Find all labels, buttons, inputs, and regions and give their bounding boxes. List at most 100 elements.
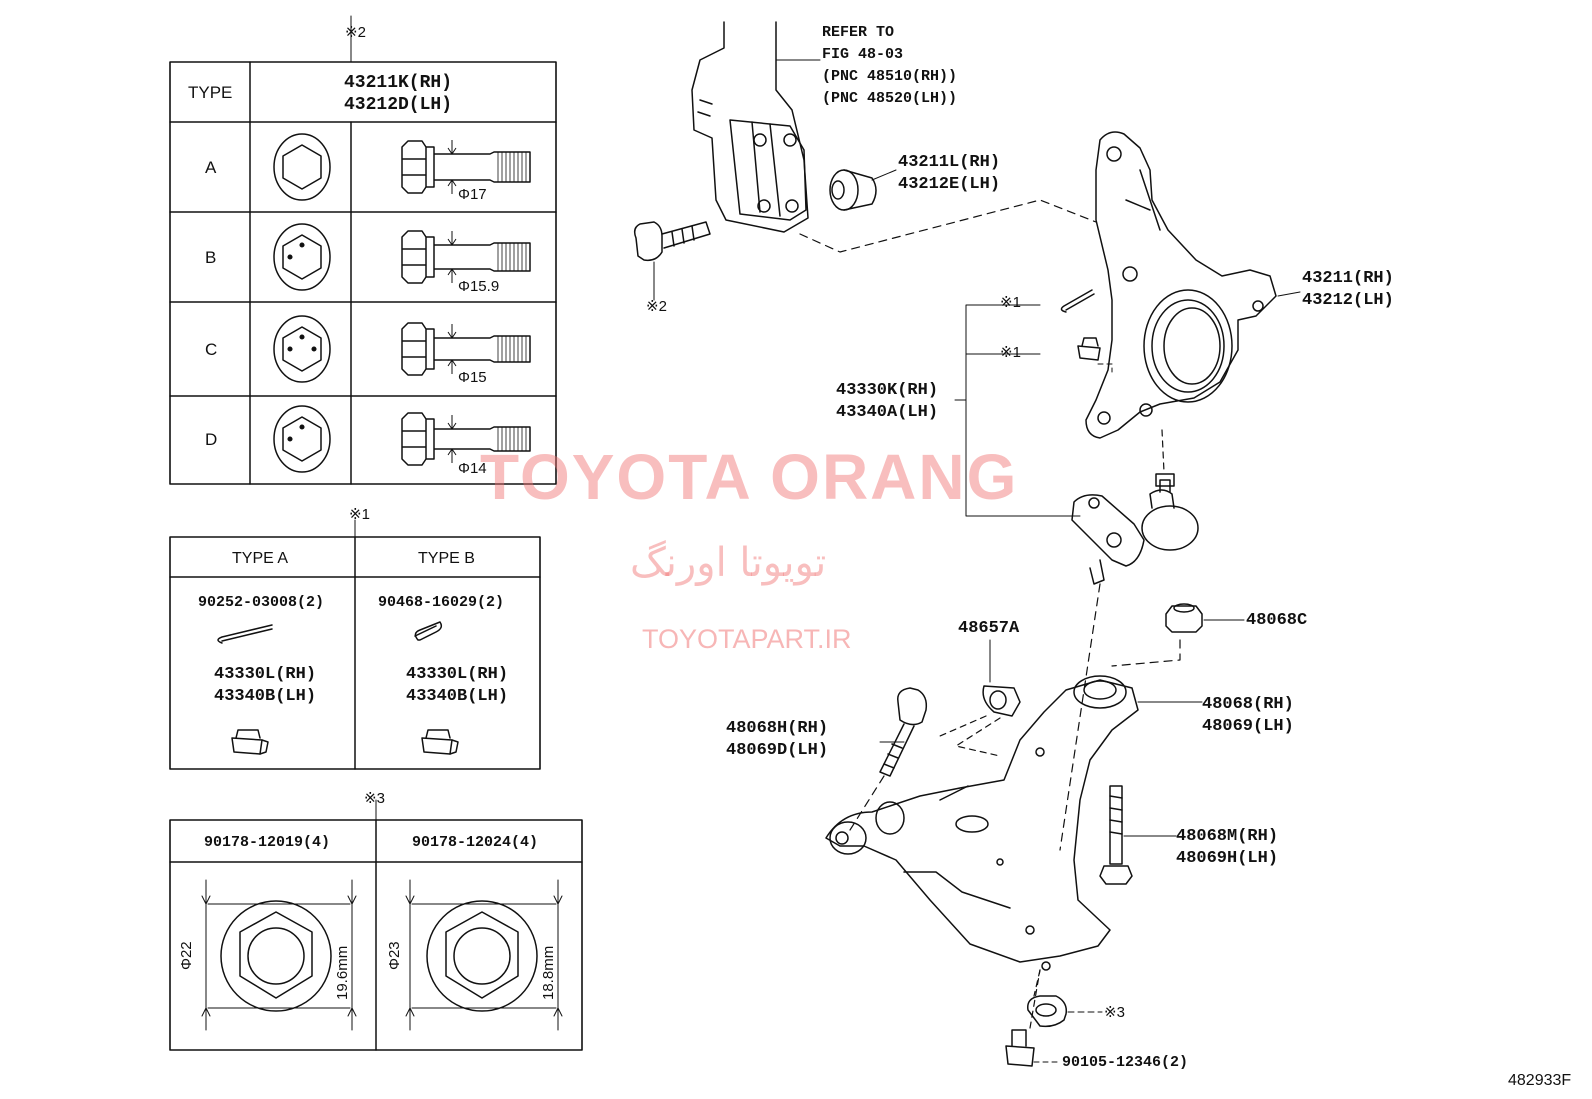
dia-c: Φ15 [458, 369, 487, 386]
identification-mark [311, 346, 317, 352]
label-43211l: 43211L(RH) [898, 153, 1001, 172]
bolt-shaft [434, 426, 531, 452]
label-48069d: 48069D(LH) [726, 741, 829, 760]
bolt-90105 [1005, 1029, 1035, 1067]
nut-b-rh: 43330L(RH) [406, 665, 509, 684]
label-48069h: 48069H(LH) [1176, 849, 1279, 868]
identification-mark [299, 424, 305, 430]
type-d-label: D [205, 430, 218, 449]
table1-mark: ※1 [349, 506, 370, 523]
label-48068: 48068(RH) [1202, 695, 1294, 714]
watermark-title: TOYOTA ORANG [480, 441, 1019, 513]
nut-hex [282, 144, 322, 190]
type-b-label: B [205, 248, 217, 267]
label-43211: 43211(RH) [1302, 269, 1394, 288]
label-bolt-ref2: ※2 [646, 298, 667, 315]
main-cotter-pin [1060, 289, 1095, 313]
steering-knuckle [1085, 131, 1277, 439]
nut-drawings [201, 879, 563, 1031]
refer-line-3: (PNC 48510(RH)) [822, 68, 958, 85]
type-c-label: C [205, 340, 218, 359]
bushing-43211l [829, 169, 877, 211]
dia-22: Φ22 [178, 941, 195, 970]
table2-mark: ※2 [345, 24, 366, 41]
ball-joint [1071, 473, 1199, 585]
bolt-head [401, 412, 435, 466]
nut-outline [273, 133, 331, 201]
pin-type-b: 90468-16029(2) [378, 594, 505, 611]
type-row-drawing [273, 133, 531, 201]
watermark-persian: تویوتا اورنگ [630, 540, 827, 586]
refer-line-2: FIG 48-03 [822, 46, 904, 63]
diameter-dimension [447, 324, 457, 374]
nut-a-lh: 43340B(LH) [214, 687, 317, 706]
nut-hex [282, 416, 322, 462]
label-48657a: 48657A [958, 619, 1020, 638]
label-43330k: 43330K(RH) [836, 381, 939, 400]
part-43211k: 43211K(RH) [344, 73, 453, 93]
nut-hex [282, 234, 322, 280]
nut-hex [282, 326, 322, 372]
table-type-clip [169, 519, 541, 770]
lower-control-arm [825, 675, 1139, 971]
bolt-head [401, 140, 435, 194]
type-row-drawing [273, 405, 531, 473]
strut-bolt [633, 221, 711, 262]
bolt-48068m [1099, 785, 1133, 885]
dia-23: Φ23 [386, 941, 403, 970]
identification-mark [287, 436, 293, 442]
identification-mark [299, 334, 305, 340]
diameter-dimension [447, 231, 457, 283]
nut-90178-12024: 90178-12024(4) [412, 834, 539, 851]
identification-mark [299, 242, 305, 248]
bushing-48657a [982, 685, 1021, 717]
table-type-bolt [169, 15, 557, 485]
bolt-shaft [434, 151, 531, 183]
bolt-head [401, 230, 435, 284]
label-48068c: 48068C [1246, 611, 1308, 630]
table3-mark: ※3 [364, 790, 385, 807]
diameter-dimension [447, 140, 457, 194]
label-90105: 90105-12346(2) [1062, 1054, 1189, 1071]
watermark-url: TOYOTAPART.IR [642, 624, 852, 654]
label-43340a: 43340A(LH) [836, 403, 939, 422]
refer-line-4: (PNC 48520(LH)) [822, 90, 958, 107]
type-a-label: A [205, 158, 217, 177]
label-nut-ref1: ※1 [1000, 344, 1021, 361]
nut-b-lh: 43340B(LH) [406, 687, 509, 706]
nut-90178-12019: 90178-12019(4) [204, 834, 331, 851]
diameter-dimension [447, 415, 457, 463]
strut-bracket [691, 21, 809, 233]
height-19-6: 19.6mm [334, 945, 351, 1000]
label-43212e: 43212E(LH) [898, 175, 1001, 194]
pin-type-a: 90252-03008(2) [198, 594, 325, 611]
nut-48068c [1165, 603, 1203, 633]
nut-a-rh: 43330L(RH) [214, 665, 317, 684]
label-43212: 43212(LH) [1302, 291, 1394, 310]
refer-line-1: REFER TO [822, 24, 895, 41]
identification-mark [287, 346, 293, 352]
label-48068m: 48068M(RH) [1176, 827, 1279, 846]
part-43212d: 43212D(LH) [344, 95, 453, 115]
type-row-drawing [273, 223, 531, 291]
bolt-head [401, 322, 435, 376]
identification-mark [287, 254, 293, 260]
table-type-nut [169, 799, 583, 1051]
label-pin-ref1: ※1 [1000, 294, 1021, 311]
dia-b: Φ15.9 [458, 278, 500, 295]
type-header: TYPE [188, 83, 233, 102]
dia-a: Φ17 [458, 186, 487, 203]
nut-ref3 [1027, 995, 1068, 1028]
clip-drawings [217, 621, 459, 755]
figure-id: 482933F [1508, 1072, 1572, 1089]
label-48069: 48069(LH) [1202, 717, 1294, 736]
height-18-8: 18.8mm [540, 945, 557, 1000]
dia-d: Φ14 [458, 460, 487, 477]
bolt-shaft [434, 242, 531, 272]
nut-outline [273, 223, 331, 291]
bolt-48068h [879, 687, 928, 777]
nut-outline [273, 405, 331, 473]
